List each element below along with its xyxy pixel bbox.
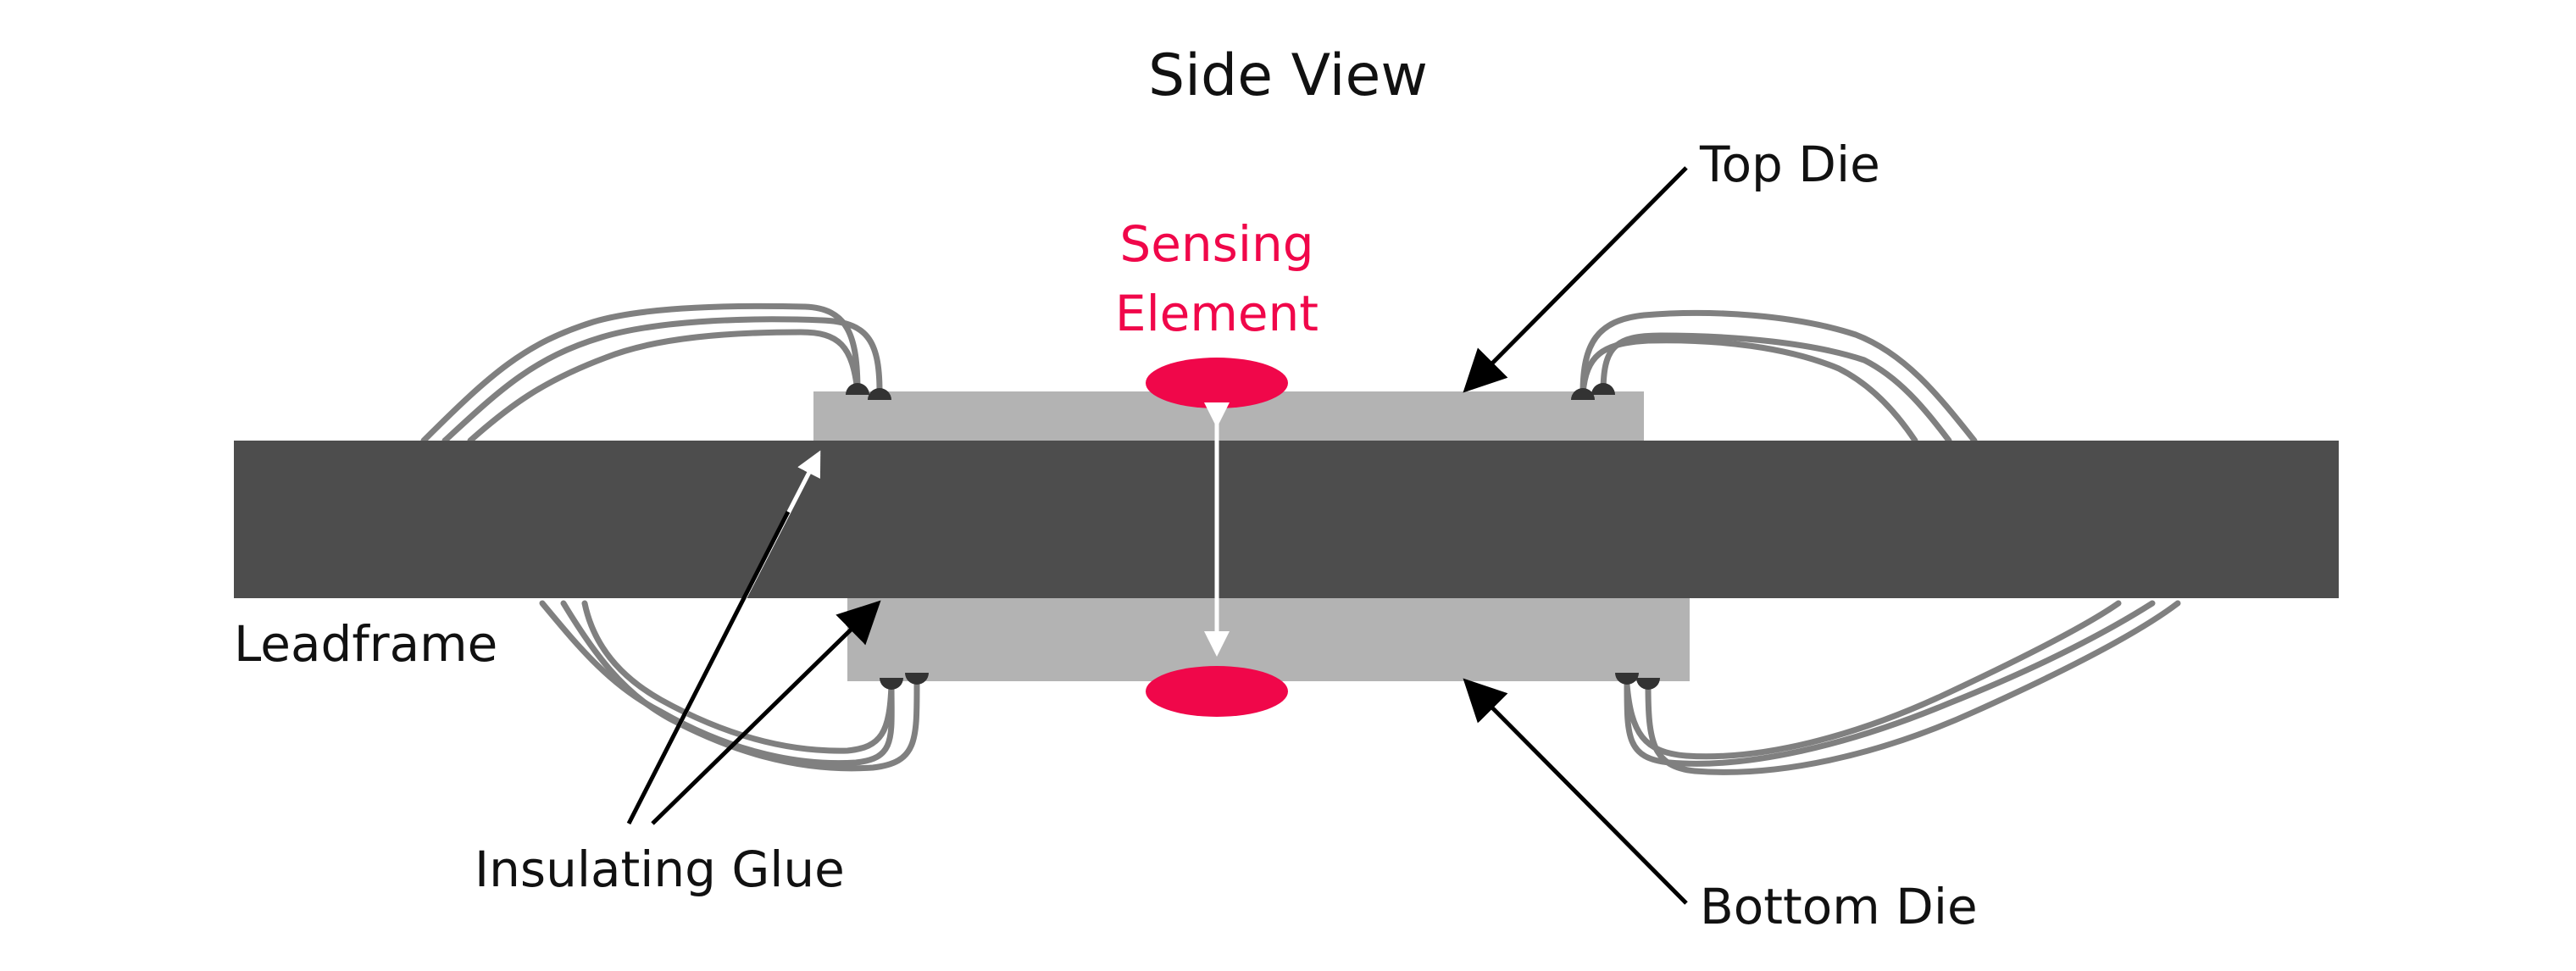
bond-ball [1636, 678, 1660, 690]
bond-ball [1571, 388, 1595, 400]
bond-ball [905, 673, 929, 685]
glue-arrow-bottom [651, 600, 881, 825]
sensing-element-label-line1: Sensing [1119, 215, 1313, 273]
bond-wire [560, 600, 920, 772]
bond-wire [1624, 600, 2156, 767]
sensing-element-label-line2: Element [1115, 285, 1319, 342]
bond-ball [1615, 673, 1639, 685]
glue-arrow-top-outline [626, 510, 791, 825]
bond-ball [868, 388, 891, 400]
bond-wire [1579, 309, 1978, 444]
bond-wire [1645, 600, 2181, 775]
bond-ball [846, 383, 869, 395]
bond-wire [581, 600, 895, 754]
leadframe [234, 441, 2339, 598]
bond-wire [1579, 337, 1918, 444]
top-die-arrow [1463, 166, 1688, 393]
top-die-label: Top Die [1699, 136, 1880, 193]
diagram-title: Side View [1148, 42, 1428, 109]
bond-wire [467, 329, 861, 444]
bond-wire [1624, 600, 2122, 760]
insulating-glue-label: Insulating Glue [475, 841, 845, 898]
bond-ball [880, 678, 903, 690]
leadframe-label: Leadframe [234, 615, 497, 673]
bond-wire [441, 316, 883, 444]
sensing-element-bottom [1146, 666, 1288, 717]
bond-wires [420, 302, 2181, 775]
sensing-element-top [1146, 358, 1288, 408]
bottom-die-label: Bottom Die [1700, 878, 1978, 935]
bottom-die-arrow [1463, 678, 1688, 905]
bond-balls [846, 383, 1660, 690]
bottom-die [847, 598, 1690, 681]
bond-ball [1591, 383, 1615, 395]
